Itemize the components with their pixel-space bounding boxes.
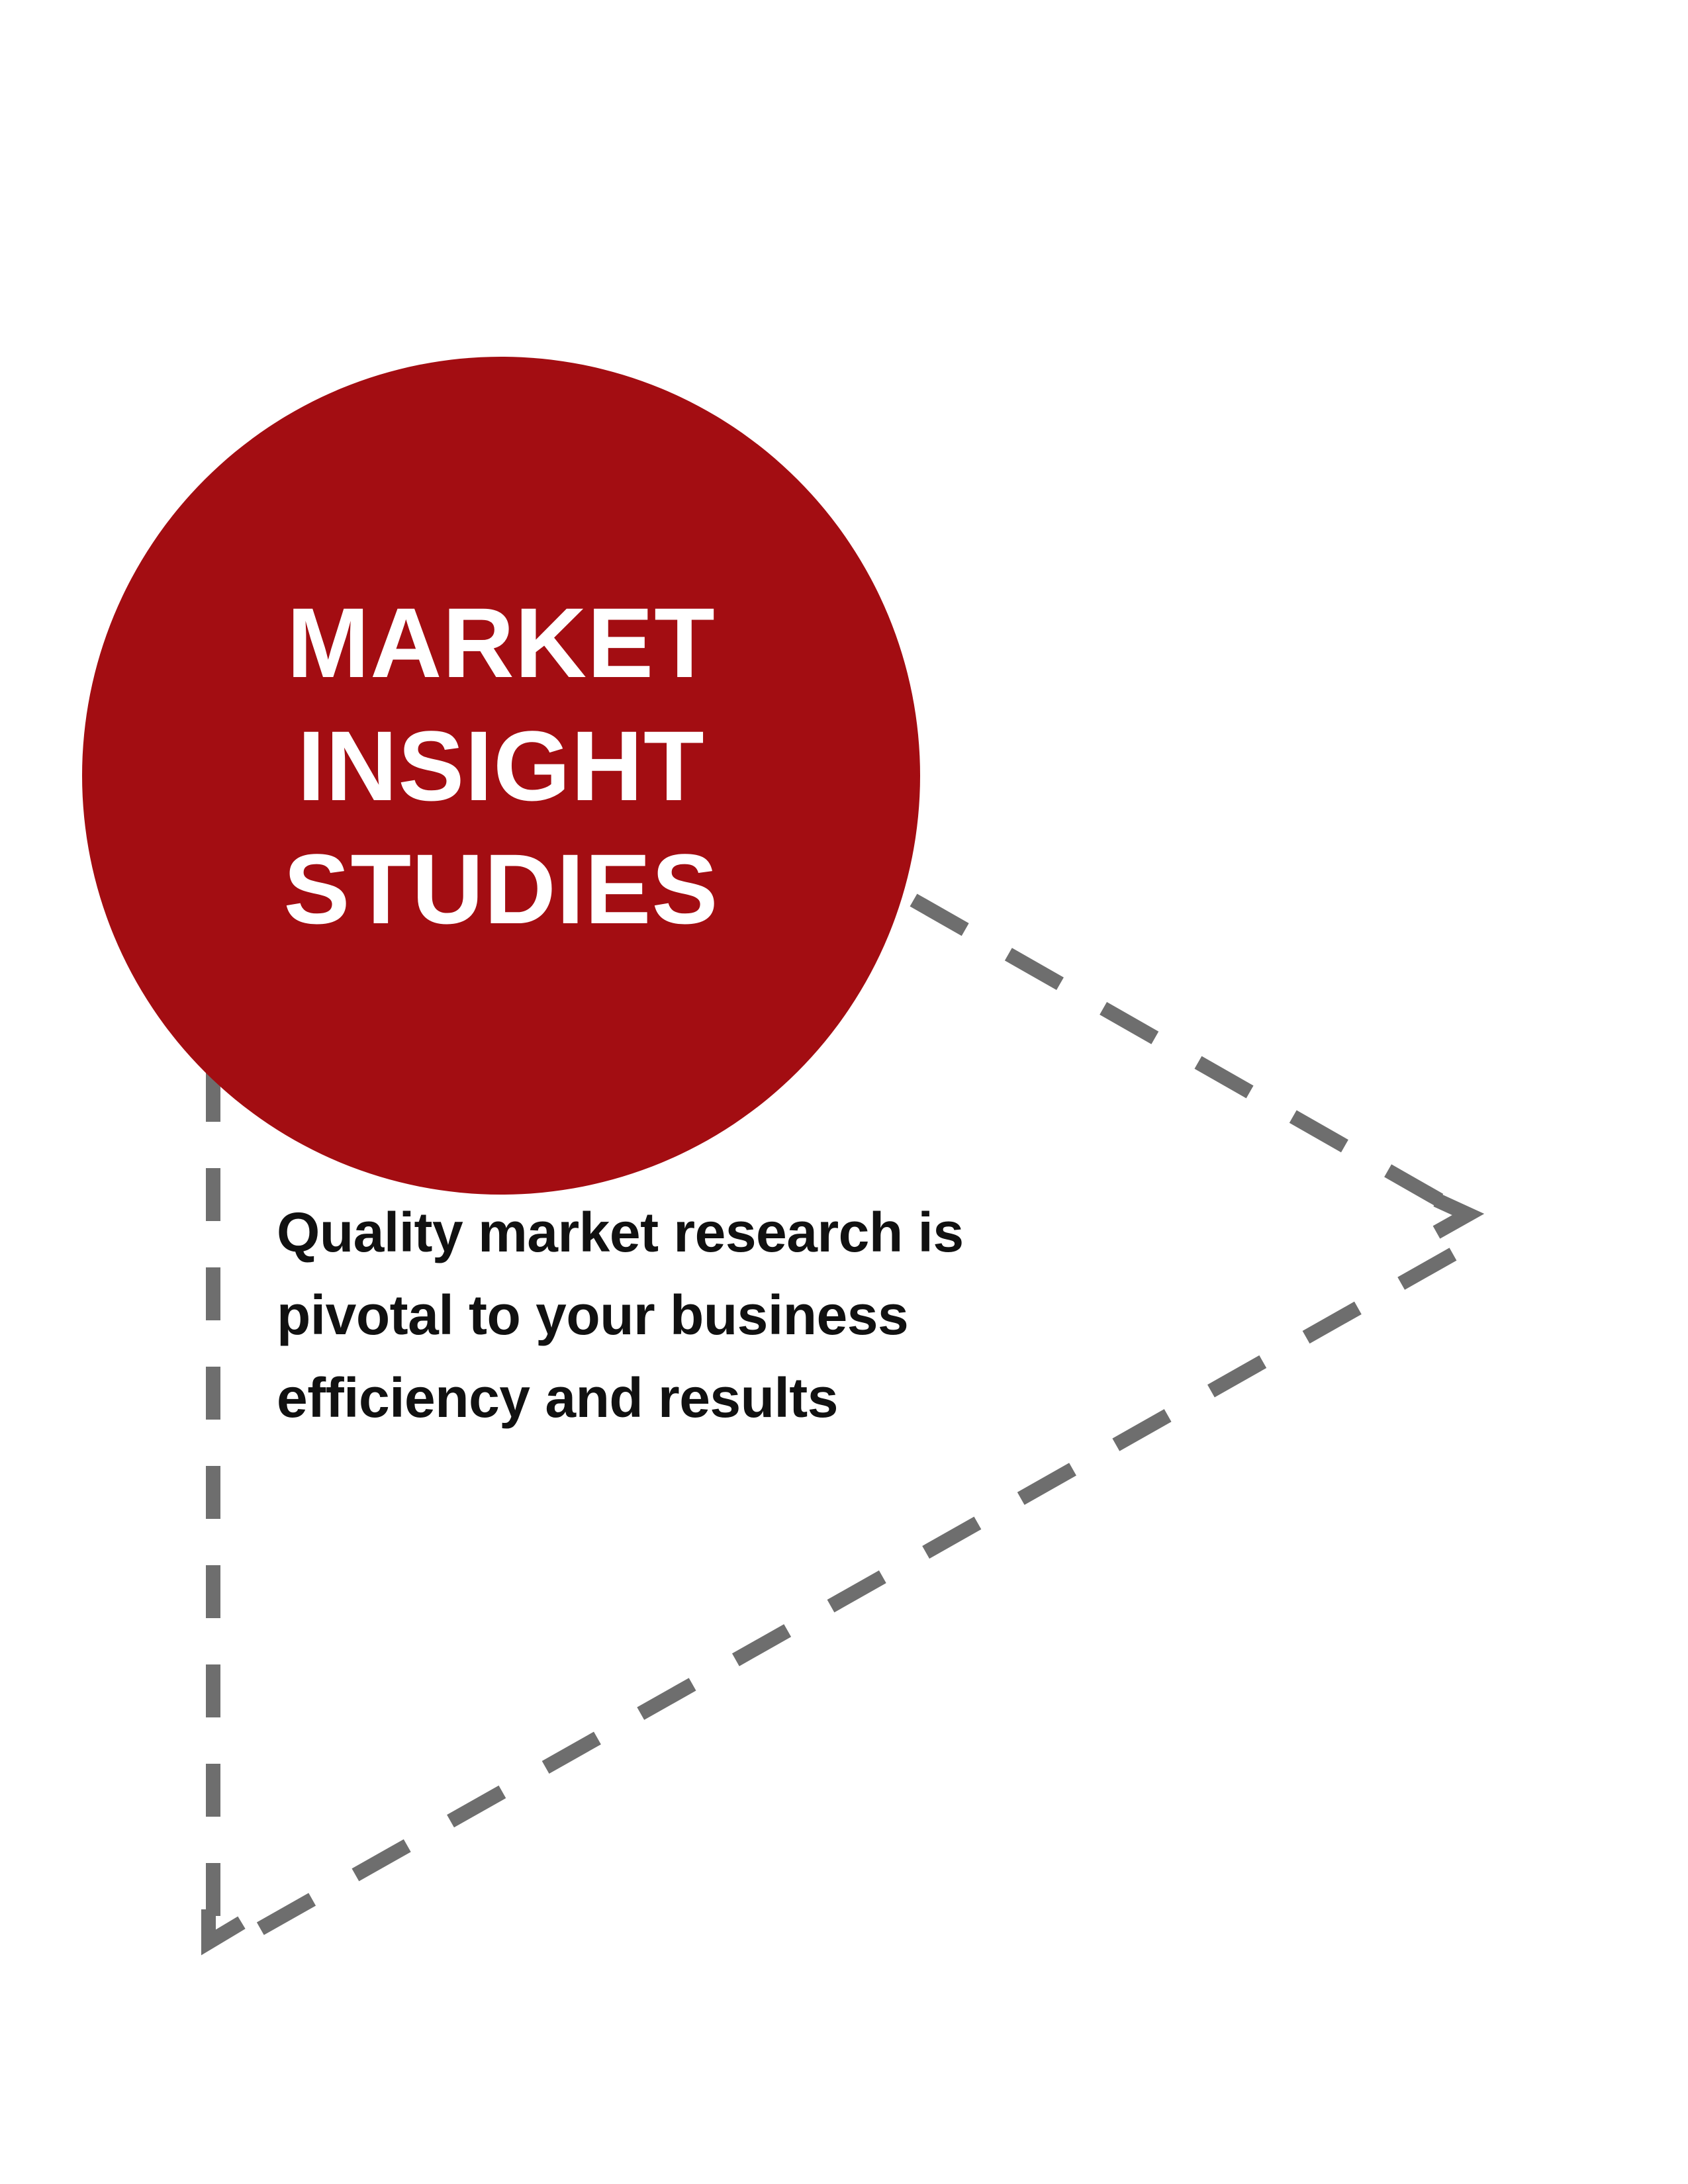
title-line-studies: STUDIES xyxy=(283,833,719,944)
title-line-insight: INSIGHT xyxy=(297,710,705,821)
tagline-text: Quality market research is pivotal to yo… xyxy=(277,1191,1098,1439)
tagline-line-1: Quality market research is xyxy=(277,1201,964,1263)
top-dashed-edge xyxy=(910,893,1457,1214)
tagline-line-3: efficiency and results xyxy=(277,1367,839,1429)
right-arrow-tip-icon xyxy=(1432,1193,1485,1239)
title-line-market: MARKET xyxy=(287,587,716,698)
bottom-dashed-edge xyxy=(214,1248,1457,1959)
bottom-arrow-tip-icon xyxy=(201,1909,246,1956)
title-circle: MARKET INSIGHT STUDIES xyxy=(82,357,920,1195)
tagline-line-2: pivotal to your business xyxy=(277,1284,909,1346)
page-title: MARKET INSIGHT STUDIES xyxy=(283,581,718,950)
